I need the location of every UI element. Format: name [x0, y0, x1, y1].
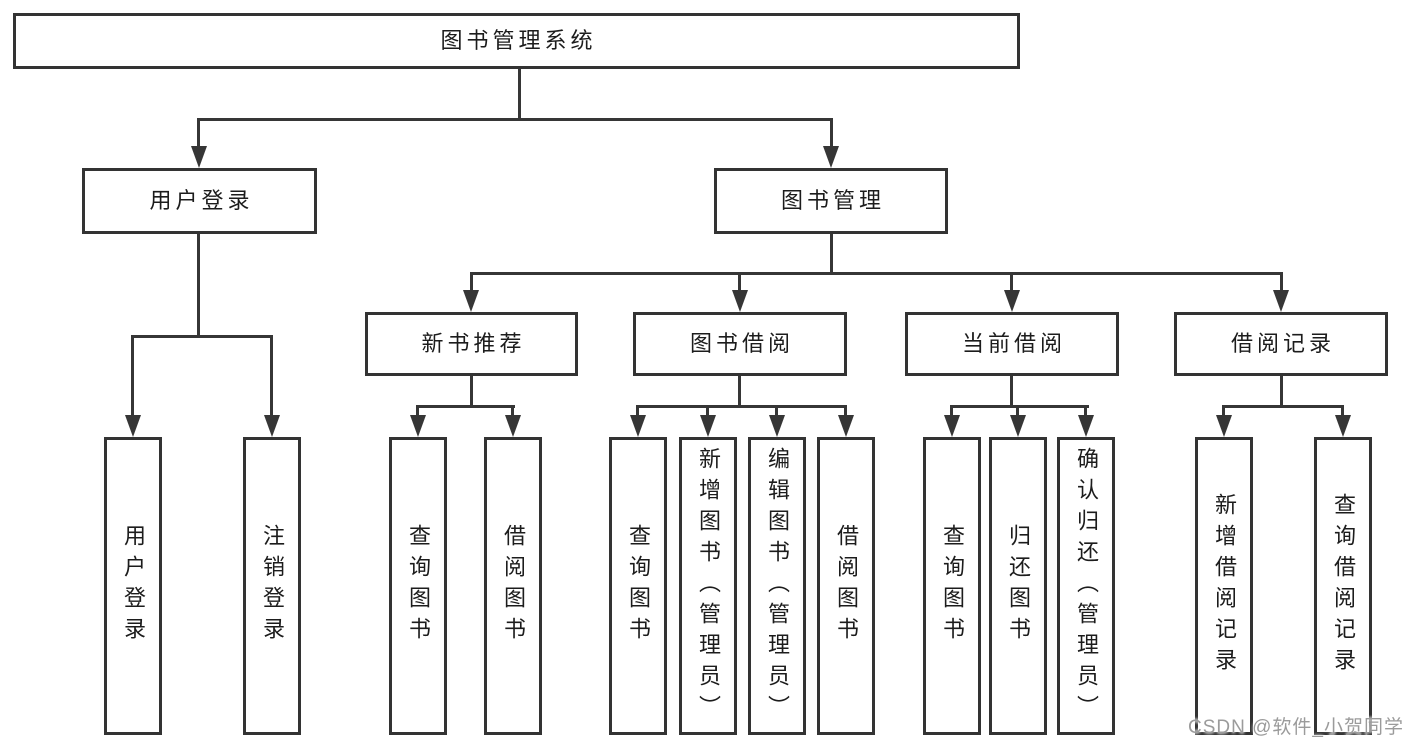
arrow-down-icon [410, 415, 426, 437]
leaf-user-login: 用户登录 [104, 437, 162, 735]
leaf-return-books-label: 归还图书 [1006, 524, 1031, 648]
connector-line [636, 405, 847, 408]
arrow-down-icon [732, 290, 748, 312]
leaf-query-books-current: 查询图书 [923, 437, 981, 735]
leaf-query-books-borrowing-label: 查询图书 [626, 524, 651, 648]
arrow-down-icon [1335, 415, 1351, 437]
leaf-confirm-return-admin-label: 确认归还（管理员） [1074, 446, 1099, 726]
arrow-down-icon [1273, 290, 1289, 312]
node-user-login-label: 用户登录 [149, 188, 254, 213]
arrow-down-icon [264, 415, 280, 437]
node-current-borrowing: 当前借阅 [905, 312, 1119, 376]
node-book-management-label: 图书管理 [780, 188, 885, 213]
leaf-edit-books-admin: 编辑图书（管理员） [748, 437, 806, 735]
node-current-borrowing-label: 当前借阅 [961, 331, 1066, 356]
leaf-user-login-label: 用户登录 [121, 524, 146, 648]
leaf-add-books-admin: 新增图书（管理员） [679, 437, 737, 735]
leaf-borrow-books-recommend-label: 借阅图书 [501, 524, 526, 648]
connector-line [511, 405, 514, 419]
connector-line [470, 376, 473, 407]
leaf-return-books: 归还图书 [989, 437, 1047, 735]
leaf-add-borrowing-record: 新增借阅记录 [1195, 437, 1253, 735]
connector-line [270, 335, 273, 420]
connector-line [1280, 376, 1283, 407]
connector-line [830, 118, 833, 150]
leaf-query-borrowing-record-label: 查询借阅记录 [1331, 493, 1356, 679]
connector-line [197, 118, 200, 150]
connector-line [518, 68, 521, 120]
leaf-logout-label: 注销登录 [260, 524, 285, 648]
connector-line [1084, 405, 1087, 419]
connector-line [1222, 405, 1225, 419]
connector-line [197, 234, 200, 337]
arrow-down-icon [463, 290, 479, 312]
connector-line [1222, 405, 1344, 408]
leaf-edit-books-admin-label: 编辑图书（管理员） [765, 446, 790, 726]
connector-line [197, 118, 833, 121]
connector-line [950, 405, 953, 419]
node-borrowing-records: 借阅记录 [1174, 312, 1388, 376]
leaf-query-books-recommend-label: 查询图书 [406, 524, 431, 648]
leaf-query-books-borrowing: 查询图书 [609, 437, 667, 735]
leaf-borrow-books-borrowing: 借阅图书 [817, 437, 875, 735]
connector-line [1280, 272, 1283, 294]
leaf-logout: 注销登录 [243, 437, 301, 735]
leaf-borrow-books-recommend: 借阅图书 [484, 437, 542, 735]
leaf-query-books-current-label: 查询图书 [940, 524, 965, 648]
connector-line [1010, 376, 1013, 407]
node-borrowing-records-label: 借阅记录 [1230, 331, 1335, 356]
leaf-borrow-books-borrowing-label: 借阅图书 [834, 524, 859, 648]
connector-line [706, 405, 709, 419]
node-user-login: 用户登录 [82, 168, 317, 234]
connector-line [470, 272, 1283, 275]
leaf-query-books-recommend: 查询图书 [389, 437, 447, 735]
connector-line [1010, 272, 1013, 294]
connector-line [738, 272, 741, 294]
connector-line [636, 405, 639, 419]
arrow-down-icon [944, 415, 960, 437]
connector-line [775, 405, 778, 419]
arrow-down-icon [838, 415, 854, 437]
node-new-book-recommend: 新书推荐 [365, 312, 578, 376]
arrow-down-icon [700, 415, 716, 437]
node-book-borrowing-label: 图书借阅 [689, 331, 794, 356]
arrow-down-icon [769, 415, 785, 437]
leaf-query-borrowing-record: 查询借阅记录 [1314, 437, 1372, 735]
connector-line [416, 405, 419, 419]
connector-line [830, 234, 833, 275]
arrow-down-icon [630, 415, 646, 437]
leaf-add-books-admin-label: 新增图书（管理员） [696, 446, 721, 726]
connector-line [950, 405, 1089, 408]
connector-line [416, 405, 515, 408]
node-book-borrowing: 图书借阅 [633, 312, 847, 376]
node-new-book-recommend-label: 新书推荐 [421, 331, 526, 356]
arrow-down-icon [505, 415, 521, 437]
arrow-down-icon [823, 146, 839, 168]
leaf-add-borrowing-record-label: 新增借阅记录 [1212, 493, 1237, 679]
node-root: 图书管理系统 [13, 13, 1020, 69]
connector-line [470, 272, 473, 294]
csdn-watermark: CSDN @软件_小贺同学 [1188, 717, 1404, 738]
arrow-down-icon [125, 415, 141, 437]
arrow-down-icon [191, 146, 207, 168]
leaf-confirm-return-admin: 确认归还（管理员） [1057, 437, 1115, 735]
arrow-down-icon [1078, 415, 1094, 437]
connector-line [131, 335, 134, 420]
connector-line [1341, 405, 1344, 419]
arrow-down-icon [1216, 415, 1232, 437]
connector-line [1016, 405, 1019, 419]
arrow-down-icon [1004, 290, 1020, 312]
connector-line [844, 405, 847, 419]
connector-line [131, 335, 273, 338]
node-book-management: 图书管理 [714, 168, 948, 234]
arrow-down-icon [1010, 415, 1026, 437]
connector-line [738, 376, 741, 407]
node-root-label: 图书管理系统 [440, 28, 597, 53]
